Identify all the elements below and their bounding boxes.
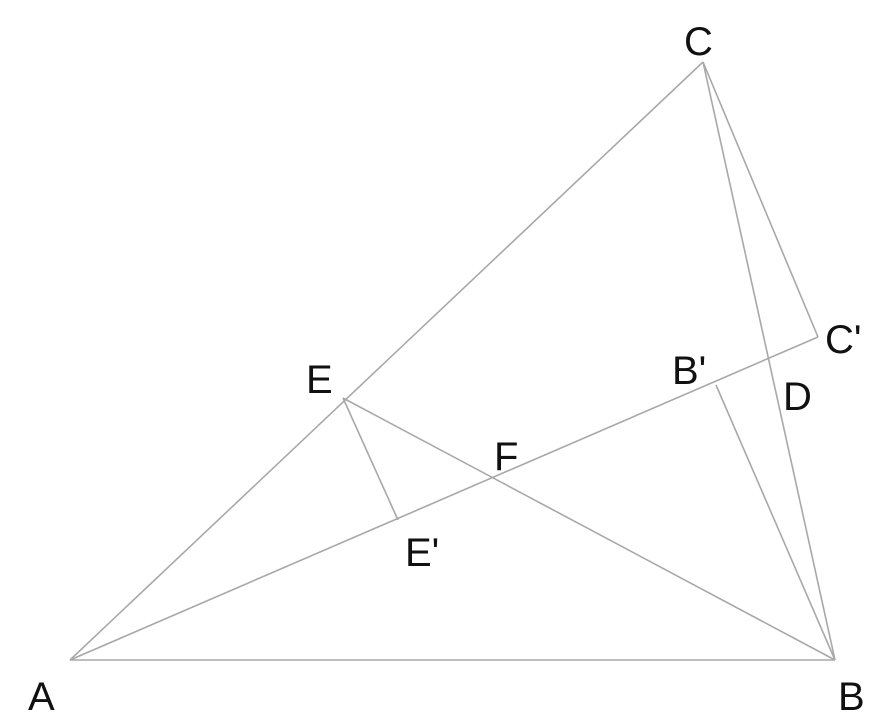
label-E-prime: E' <box>405 531 439 575</box>
segment-A-C <box>69 61 704 661</box>
label-B: B <box>838 675 865 719</box>
segment-E-B <box>342 397 836 661</box>
label-B-prime: B' <box>672 349 706 393</box>
segments <box>69 61 836 661</box>
segment-C-Cp <box>702 61 819 338</box>
label-C: C <box>684 20 713 64</box>
segment-Bp-B <box>715 384 836 661</box>
segment-A-Cp <box>69 336 819 661</box>
segment-C-B <box>702 61 836 661</box>
segment-E-Ep <box>342 397 399 521</box>
label-F: F <box>494 435 518 479</box>
label-A: A <box>28 675 55 719</box>
label-D: D <box>783 375 812 419</box>
label-E: E <box>306 358 333 402</box>
label-C-prime: C' <box>825 318 862 362</box>
